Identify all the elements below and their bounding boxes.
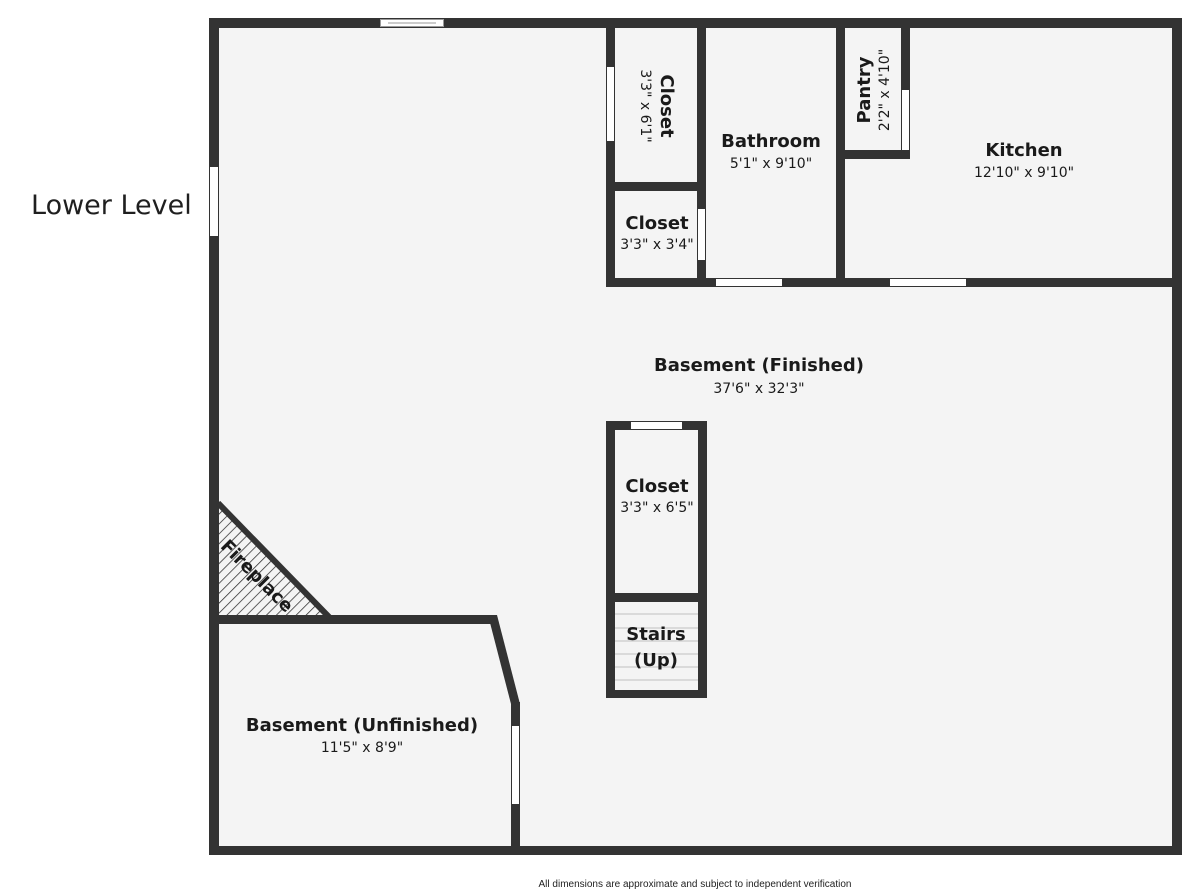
- wall-pantry-bottom: [836, 150, 910, 159]
- door-left-exterior: [210, 167, 218, 236]
- footnote: All dimensions are approximate and subje…: [539, 879, 852, 890]
- level-title: Lower Level: [31, 190, 192, 221]
- wall-center-closet-left: [606, 421, 615, 698]
- wall-closet-divider: [606, 182, 706, 191]
- door-unfinished: [512, 726, 519, 804]
- wall-exterior-top: [209, 18, 1181, 28]
- room-dim-bathroom: 5'1" x 9'10": [730, 156, 812, 172]
- room-name-pantry: Pantry: [854, 56, 875, 123]
- wall-center-closet-divider: [606, 593, 707, 602]
- door-closet-top: [607, 67, 614, 141]
- room-name-bathroom: Bathroom: [721, 131, 821, 152]
- room-dim-pantry: 2'2" x 4'10": [877, 49, 893, 131]
- stair-treads: [613, 613, 700, 681]
- room-dim-closet-middle: 3'3" x 3'4": [620, 237, 693, 253]
- wall-unfinished-angled: [488, 615, 520, 704]
- room-dim-basement-finished: 37'6" x 32'3": [713, 381, 804, 397]
- door-bathroom: [716, 279, 782, 286]
- wall-exterior-left: [209, 18, 219, 855]
- wall-closet-bathroom: [697, 23, 706, 287]
- room-name-closet-middle: Closet: [625, 213, 689, 234]
- room-name-kitchen: Kitchen: [985, 140, 1062, 161]
- fireplace-front-wall: [215, 500, 333, 621]
- door-closet-middle: [698, 209, 705, 260]
- wall-center-closet-right: [698, 421, 707, 698]
- room-dim-closet-center: 3'3" x 6'5": [620, 500, 693, 516]
- room-dim-closet-top: 3'3" x 6'1": [637, 69, 653, 142]
- stairs-label-line1: Stairs: [626, 624, 685, 645]
- door-pantry: [902, 90, 909, 150]
- wall-exterior-bottom: [209, 846, 1182, 855]
- room-name-basement-unfinished: Basement (Unfinished): [246, 715, 478, 736]
- door-center-closet: [631, 422, 682, 429]
- room-dim-basement-unfinished: 11'5" x 8'9": [321, 740, 403, 756]
- wall-unfinished-top: [214, 615, 496, 624]
- door-kitchen: [890, 279, 966, 286]
- room-name-closet-top: Closet: [656, 74, 677, 138]
- room-dim-kitchen: 12'10" x 9'10": [974, 165, 1074, 181]
- room-name-closet-center: Closet: [625, 476, 689, 497]
- floor-area: [214, 23, 1176, 851]
- room-name-basement-finished: Basement (Finished): [654, 355, 864, 376]
- window-top-edge: [380, 19, 444, 27]
- opening-edges: [380, 19, 444, 27]
- wall-exterior-right: [1172, 18, 1182, 855]
- wall-closet-top-left: [606, 23, 615, 287]
- wall-stairs-bottom: [606, 690, 707, 698]
- stairs-label-line2: (Up): [634, 650, 678, 671]
